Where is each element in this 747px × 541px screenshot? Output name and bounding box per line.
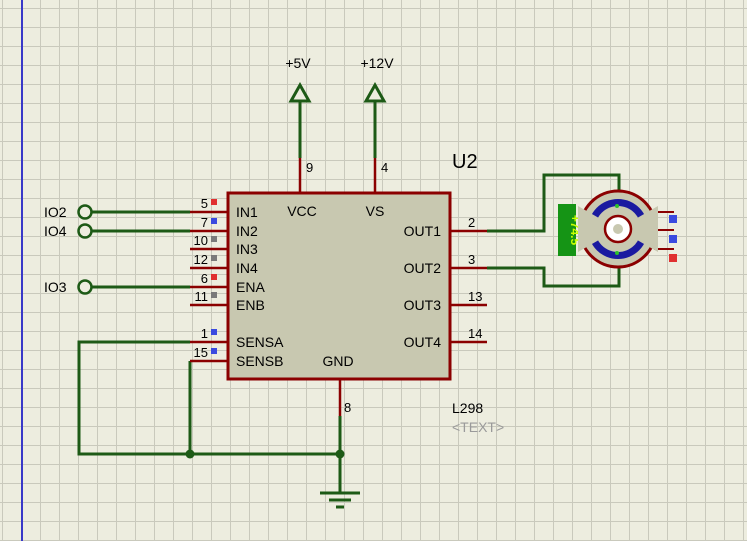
power-label-5v: +5V [285, 55, 311, 71]
motor-pin-indicator [669, 235, 677, 243]
right-pin-out1[interactable]: 2 OUT1 [404, 215, 476, 239]
terminal-label-io3: IO3 [44, 279, 67, 295]
pin-state-indicator [211, 199, 217, 205]
motor-gap [578, 206, 618, 252]
junction-dot [335, 449, 345, 459]
left-pin-ena[interactable]: 6 ENA [201, 271, 266, 295]
pin-name: OUT4 [404, 334, 442, 350]
pin-number: 2 [468, 215, 475, 230]
pin-number: 1 [201, 326, 208, 341]
left-pin-in4[interactable]: 12 IN4 [194, 252, 258, 276]
pin-state-indicator [211, 292, 217, 298]
bottom-pin-gnd[interactable]: 8 GND [322, 353, 353, 415]
pin-name: GND [322, 353, 353, 369]
pin-number: 15 [194, 345, 208, 360]
pin-number: 12 [194, 252, 208, 267]
pin-state-indicator [211, 236, 217, 242]
motor-brush-icon [615, 251, 619, 255]
chip-pin-stubs [190, 158, 487, 416]
right-pin-out2[interactable]: 3 OUT2 [404, 252, 476, 276]
pin-number: 7 [201, 215, 208, 230]
pin-number: 6 [201, 271, 208, 286]
pin-name: OUT1 [404, 223, 442, 239]
chip-ref-label: U2 [452, 151, 478, 173]
pin-name: SENSB [236, 353, 283, 369]
pin-state-indicator [211, 255, 217, 261]
pin-number: 10 [194, 233, 208, 248]
power-label-12v: +12V [360, 55, 394, 71]
pin-number: 13 [468, 289, 482, 304]
right-pin-out3[interactable]: 13 OUT3 [404, 289, 483, 313]
pin-number: 9 [306, 160, 313, 175]
terminal-io4[interactable]: IO4 [44, 223, 93, 239]
pin-state-indicator [211, 218, 217, 224]
junction-dot [185, 449, 195, 459]
wire-out1-motor [487, 173, 621, 233]
chip-body [226, 191, 452, 381]
left-pin-sensb[interactable]: 15 SENSB [194, 345, 284, 369]
pin-name: IN3 [236, 241, 258, 257]
chip-text-placeholder: <TEXT> [452, 419, 504, 435]
pin-name: SENSA [236, 334, 284, 350]
terminal-circle-icon [77, 223, 93, 239]
left-pin-enb[interactable]: 11 ENB [195, 289, 265, 313]
power-arrow-icon [363, 81, 387, 103]
pin-name: IN1 [236, 204, 258, 220]
wires [77, 102, 621, 492]
terminal-label-io2: IO2 [44, 204, 67, 220]
wire-out2-motor [487, 266, 621, 288]
power-terminal-12v[interactable]: +12V [360, 55, 394, 103]
wire-sensa-gnd [77, 340, 340, 456]
pin-number: 11 [195, 289, 209, 304]
pin-name: VS [366, 203, 385, 219]
pin-number: 3 [468, 252, 475, 267]
pin-number: 14 [468, 326, 482, 341]
pin-number: 4 [381, 160, 388, 175]
l298-chip[interactable]: U2 L298 <TEXT> 5 IN1 7 IN2 10 IN3 12 IN4… [190, 151, 504, 435]
ground-terminal[interactable] [320, 491, 360, 509]
terminal-circle-icon [77, 204, 93, 220]
motor-pin-indicator [669, 215, 677, 223]
top-pin-vcc[interactable]: 9 VCC [287, 160, 317, 219]
motor-pin-indicator [669, 254, 677, 262]
dc-motor[interactable]: +74.5 [558, 189, 677, 269]
pin-state-indicator [211, 329, 217, 335]
motor-shaft-center [613, 224, 623, 234]
pin-number: 8 [344, 400, 351, 415]
left-pin-in1[interactable]: 5 IN1 [201, 196, 258, 220]
chip-part-label: L298 [452, 400, 483, 416]
pin-name: ENB [236, 297, 265, 313]
pin-state-indicator [211, 348, 217, 354]
top-pin-vs[interactable]: 4 VS [366, 160, 389, 219]
pin-name: VCC [287, 203, 317, 219]
power-terminal-5v[interactable]: +5V [285, 55, 312, 103]
pin-name: OUT3 [404, 297, 442, 313]
pin-name: OUT2 [404, 260, 442, 276]
speed-readout-bg [558, 204, 576, 256]
left-pin-sensa[interactable]: 1 SENSA [201, 326, 284, 350]
motor-brush-icon [615, 204, 619, 208]
pin-name: IN4 [236, 260, 258, 276]
left-pin-in2[interactable]: 7 IN2 [201, 215, 258, 239]
terminal-circle-icon [77, 279, 93, 295]
pin-state-indicator [211, 274, 217, 280]
pin-name: IN2 [236, 223, 258, 239]
pin-number: 5 [201, 196, 208, 211]
terminal-io2[interactable]: IO2 [44, 204, 93, 220]
left-pin-in3[interactable]: 10 IN3 [194, 233, 258, 257]
pin-name: ENA [236, 279, 265, 295]
right-pin-out4[interactable]: 14 OUT4 [404, 326, 483, 350]
power-arrow-icon [288, 81, 312, 103]
terminal-label-io4: IO4 [44, 223, 67, 239]
terminal-io3[interactable]: IO3 [44, 279, 93, 295]
motor-gap [618, 206, 658, 252]
